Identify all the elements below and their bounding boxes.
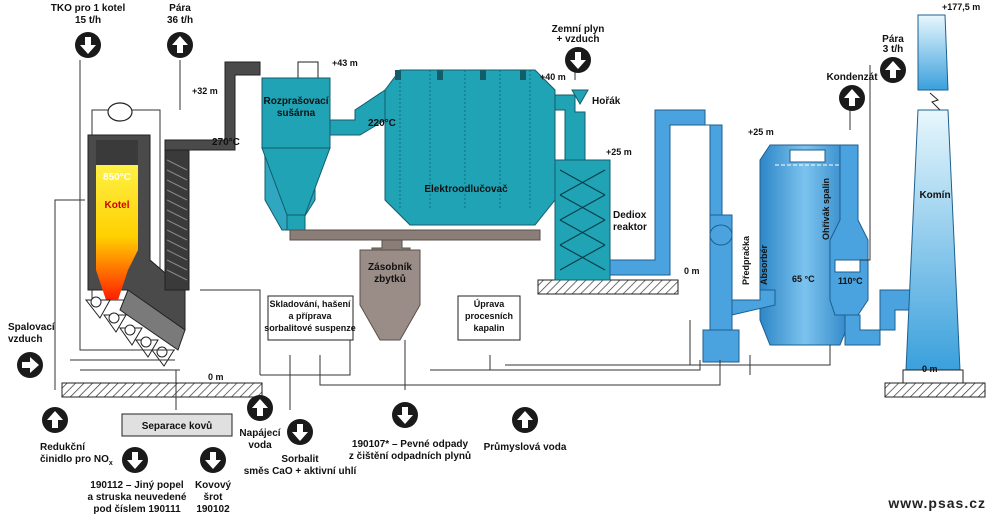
- circle-arrow-icon-tko: [75, 32, 101, 58]
- kovovy-label-3: 190102: [196, 504, 230, 515]
- circle-arrow-icon-air: [17, 352, 43, 378]
- sklad-text-2: a příprava: [288, 311, 332, 321]
- level-0c: 0 m: [922, 364, 938, 374]
- level-0b: 0 m: [684, 266, 700, 276]
- level-32: +32 m: [192, 86, 218, 96]
- zasobnik-label-1: Zásobník: [368, 262, 412, 273]
- horak-label: Hořák: [592, 96, 621, 107]
- circle-arrow-icon-industrial-water: [512, 407, 538, 433]
- uprava-text-1: Úprava: [474, 298, 506, 309]
- pre-scrubber: [702, 214, 740, 363]
- elektro-label: Elektroodlučovač: [424, 184, 508, 195]
- duct-dediox-scrubber: [609, 109, 723, 281]
- tko-label-1: TKO pro 1 kotel: [51, 3, 126, 14]
- temp-270: 270°C: [212, 137, 240, 148]
- predpracka-label: Předpračka: [741, 235, 751, 285]
- circle-arrow-icon-reductant: [42, 407, 68, 433]
- zasobnik-label-2: zbytků: [374, 273, 406, 285]
- tko-label-2: 15 t/h: [75, 15, 101, 26]
- box-metal-separation: Separace kovů: [121, 413, 233, 437]
- level-40: +40 m: [540, 72, 566, 82]
- circle-arrow-icon-natgas: [565, 47, 591, 73]
- circle-arrow-icon-feedwater: [247, 395, 273, 421]
- spalovaci-label-2: vzduch: [8, 334, 42, 345]
- para2-label-2: 3 t/h: [883, 44, 904, 55]
- support-beam: [289, 229, 541, 241]
- circle-arrow-icon-sorbalit: [287, 419, 313, 445]
- sklad-text-1: Skladování, hašení: [269, 299, 351, 309]
- komin-label: Komín: [919, 190, 950, 201]
- circle-arrow-icon-solid-waste: [392, 402, 418, 428]
- level-25b: +25 m: [748, 127, 774, 137]
- electrostatic-precipitator: [384, 69, 556, 226]
- flow-lines: [54, 55, 871, 410]
- redukcni-label-1: Redukční: [40, 442, 86, 453]
- temp-110: 110°C: [838, 276, 863, 286]
- website-url[interactable]: www.psas.cz: [887, 495, 986, 511]
- dediox-reactor: [554, 89, 611, 281]
- para2-label-1: Pára: [882, 34, 904, 45]
- uprava-text-3: kapalin: [473, 323, 504, 333]
- zemni-label-2: + vzduch: [556, 34, 599, 45]
- box-process-liquids: Úprava procesních kapalin: [457, 295, 521, 341]
- kotel-label: Kotel: [105, 200, 130, 211]
- napajeci-label-2: voda: [248, 440, 272, 451]
- kovovy-label-1: Kovový: [195, 480, 232, 491]
- sorbalit-label-1: Sorbalit: [281, 454, 319, 465]
- redukcni-label-2-sub: x: [109, 460, 113, 467]
- circle-arrow-icon-para2: [880, 57, 906, 83]
- boiler: [84, 61, 261, 367]
- jiny-label-3: pod číslem 190111: [93, 504, 181, 515]
- spray-dryer: [261, 61, 331, 231]
- circle-arrow-icon-para1: [167, 32, 193, 58]
- temp-220: 220°C: [368, 118, 396, 129]
- level-25a: +25 m: [606, 147, 632, 157]
- para1-label-1: Pára: [169, 3, 191, 14]
- kondenzat-label: Kondenzát: [826, 72, 878, 83]
- para1-label-2: 36 t/h: [167, 15, 193, 26]
- temp-65: 65 °C: [792, 274, 815, 284]
- absorber-label: Absorbér: [759, 244, 769, 285]
- level-177: +177,5 m: [942, 2, 980, 12]
- napajeci-label-1: Napájecí: [239, 428, 281, 439]
- residue-silo: [359, 239, 421, 341]
- temp-850: 850°C: [103, 172, 131, 183]
- chimney: [902, 14, 964, 384]
- absorber: [759, 144, 851, 346]
- ohrivak-label: Ohřívák spalin: [821, 178, 831, 240]
- dediox-label-2: reaktor: [613, 222, 647, 233]
- circle-arrow-icon-condensate: [839, 85, 865, 111]
- jiny-label-1: 190112 – Jiný popel: [90, 480, 184, 491]
- circle-arrow-icon-ash: [122, 447, 148, 473]
- kovovy-label-2: šrot: [204, 492, 224, 503]
- rozpras-label-1: Rozprašovací: [263, 96, 329, 107]
- prumyslova-label: Průmyslová voda: [484, 441, 567, 453]
- rozpras-label-2: sušárna: [277, 108, 316, 119]
- ground-boiler: [61, 382, 263, 398]
- duct-esp-burner: [554, 94, 586, 161]
- box-sorbalit-prep: Skladování, hašení a příprava sorbalitov…: [264, 295, 356, 341]
- sorbalit-label-2: směs CaO + aktivní uhlí: [244, 466, 358, 477]
- sklad-text-3: sorbalitové suspenze: [264, 323, 356, 333]
- pevne-label-2: z čištění odpadních plynů: [349, 450, 471, 462]
- dediox-label-1: Dediox: [613, 210, 647, 221]
- pevne-label-1: 190107* – Pevné odpady: [352, 439, 469, 450]
- level-0a: 0 m: [208, 372, 224, 382]
- zemni-label-1: Zemní plyn: [552, 24, 605, 35]
- uprava-text-2: procesních: [465, 311, 513, 321]
- redukcni-label-2: činidlo pro NOx: [40, 454, 113, 467]
- spalovaci-label-1: Spalovací: [8, 322, 56, 333]
- ground-dediox: [537, 279, 679, 295]
- ground-chimney: [884, 382, 986, 398]
- redukcni-label-2-main: činidlo pro NO: [40, 454, 109, 465]
- circle-arrow-icon-scrap: [200, 447, 226, 473]
- separace-text: Separace kovů: [142, 420, 213, 432]
- jiny-label-2: a struska neuvedené: [88, 492, 187, 503]
- level-43: +43 m: [332, 58, 358, 68]
